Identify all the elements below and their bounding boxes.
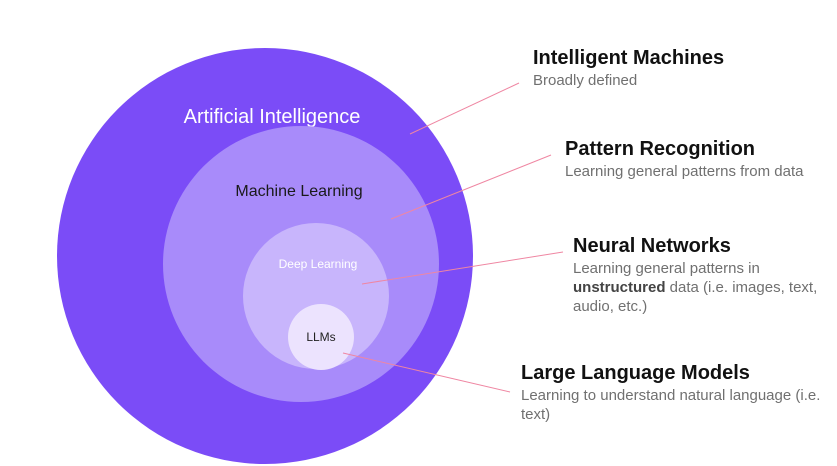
description-text: data (i.e. images, text, audio, etc.) [573, 279, 818, 315]
description-text: Learning general patterns in [573, 260, 760, 277]
annotation-pattern-recognition: Pattern Recognition Learning general pat… [565, 137, 825, 181]
ai-leader-line [409, 82, 520, 135]
annotation-description: Learning general patterns in unstructure… [573, 259, 825, 316]
llm-leader-line [342, 352, 511, 393]
annotation-title: Pattern Recognition [565, 138, 756, 160]
ml-leader-line [390, 154, 552, 220]
ml-label: Machine Learning [235, 183, 362, 200]
annotation-description: Learning to understand natural language … [521, 387, 821, 423]
annotation-description: Learning general patterns from data [565, 163, 804, 180]
annotation-title: Large Language Models [521, 362, 750, 384]
ai-label: Artificial Intelligence [184, 106, 361, 128]
annotation-title: Neural Networks [573, 235, 731, 257]
annotation-description: Broadly defined [533, 72, 638, 89]
description-emphasis: unstructured [573, 279, 666, 296]
llm-label: LLMs [306, 330, 335, 344]
annotation-neural-networks: Neural Networks Learning general pattern… [573, 234, 825, 316]
annotation-intelligent-machines: Intelligent Machines Broadly defined [533, 46, 823, 90]
dl-leader-line [361, 251, 564, 285]
annotation-title: Intelligent Machines [533, 47, 725, 69]
llm-circle [288, 304, 354, 370]
annotation-large-language-models: Large Language Models Learning to unders… [521, 361, 821, 424]
dl-label: Deep Learning [279, 257, 358, 271]
